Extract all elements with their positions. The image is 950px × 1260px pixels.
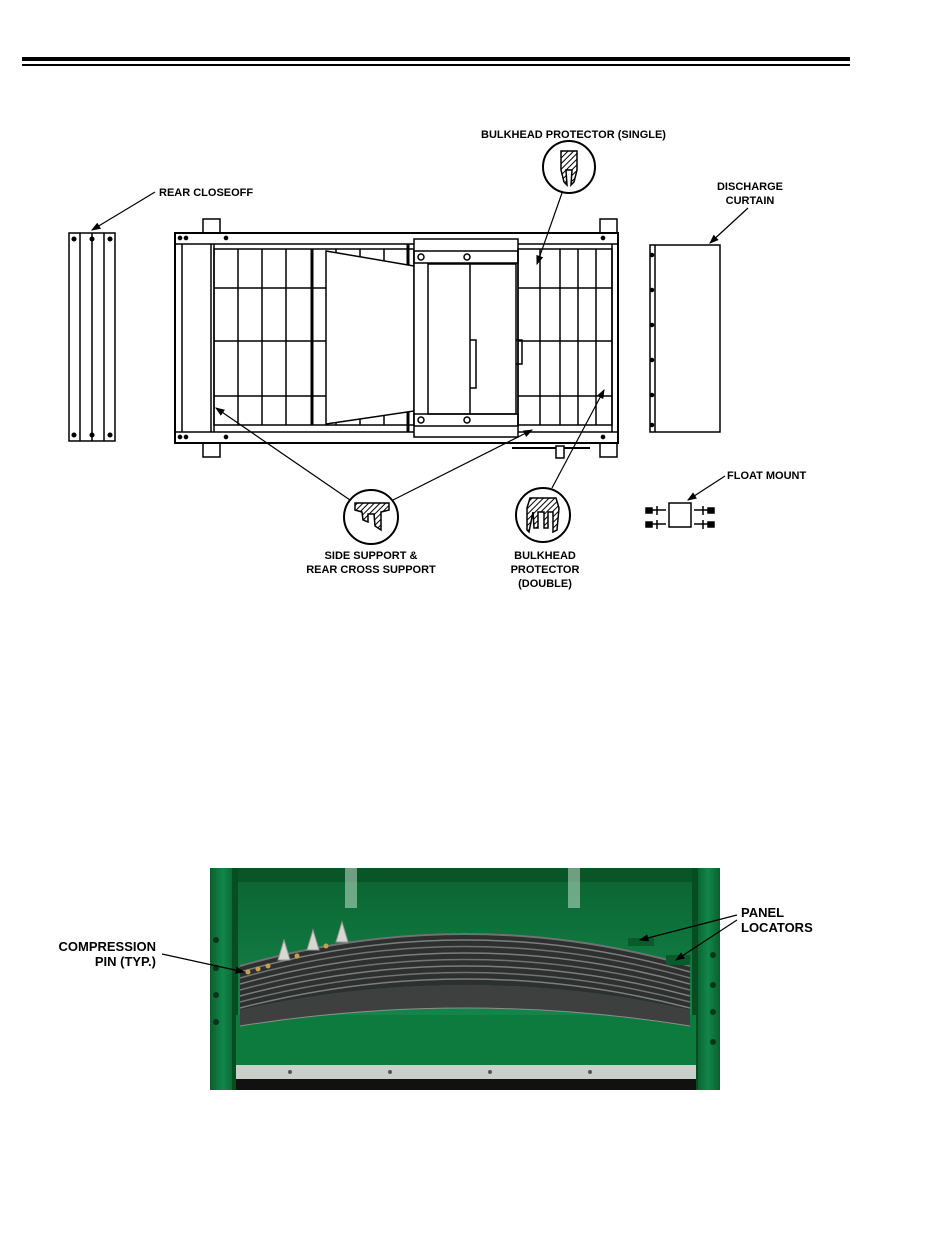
discharge-curtain-part xyxy=(650,245,720,432)
label-compression-pin-line2: PIN (TYP.) xyxy=(95,954,156,969)
bulkhead-double-detail xyxy=(516,488,570,542)
label-bulkhead-double-line3: (DOUBLE) xyxy=(518,578,572,590)
label-panel-locators-line1: PANEL xyxy=(741,905,784,920)
label-float-mount: FLOAT MOUNT xyxy=(727,470,807,482)
hopper-photo xyxy=(210,868,720,1090)
label-panel-locators-line2: LOCATORS xyxy=(741,920,813,935)
label-discharge-curtain-line2: CURTAIN xyxy=(726,195,775,207)
float-mount-part xyxy=(646,503,714,529)
label-bulkhead-double-line2: PROTECTOR xyxy=(511,564,580,576)
label-rear-closeoff: REAR CLOSEOFF xyxy=(159,187,253,199)
label-bulkhead-single: BULKHEAD PROTECTOR (SINGLE) xyxy=(481,129,666,141)
label-side-support-line1: SIDE SUPPORT & xyxy=(325,550,418,562)
label-side-support-line2: REAR CROSS SUPPORT xyxy=(306,564,436,576)
exploded-drawing: REAR CLOSEOFF BULKHEAD PROTECTOR (SINGLE… xyxy=(69,129,807,590)
label-discharge-curtain-line1: DISCHARGE xyxy=(717,181,783,193)
label-bulkhead-double-line1: BULKHEAD xyxy=(514,550,576,562)
side-support-detail xyxy=(344,490,398,544)
conveyor-frame xyxy=(175,219,618,458)
bulkhead-single-detail xyxy=(543,141,595,193)
label-compression-pin-line1: COMPRESSION xyxy=(58,939,156,954)
rear-closeoff-part xyxy=(69,233,115,441)
